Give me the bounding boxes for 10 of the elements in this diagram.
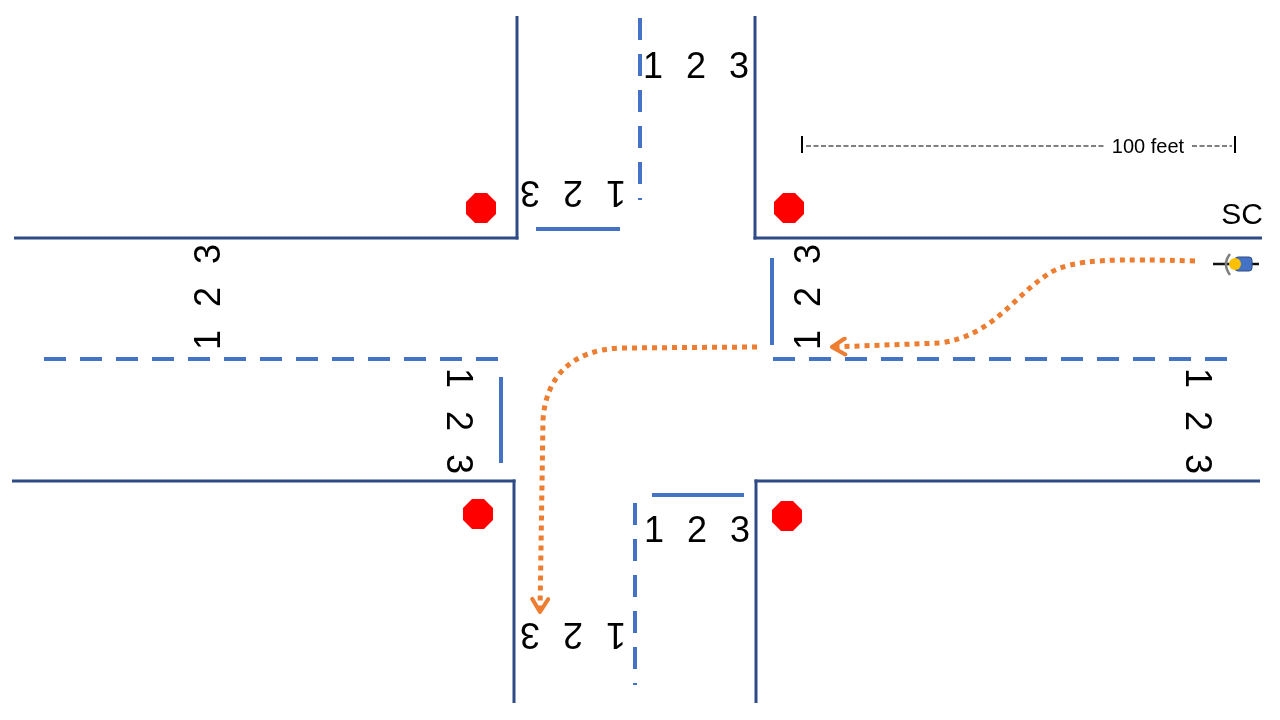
lane-numbers: 1 2 3 — [519, 617, 627, 653]
lane-numbers: 1 2 3 — [190, 243, 226, 351]
road-label: SC — [1221, 199, 1263, 229]
distance-label: 100 feet — [1111, 136, 1185, 156]
lane-numbers: 1 2 3 — [441, 367, 477, 475]
lane-numbers: 1 2 3 — [642, 48, 750, 84]
lane-numbers: 1 2 3 — [643, 512, 751, 548]
lane-numbers: 1 2 3 — [1180, 367, 1216, 475]
lane-numbers: 1 2 3 — [519, 175, 627, 211]
lane-numbers: 1 2 3 — [790, 243, 826, 351]
